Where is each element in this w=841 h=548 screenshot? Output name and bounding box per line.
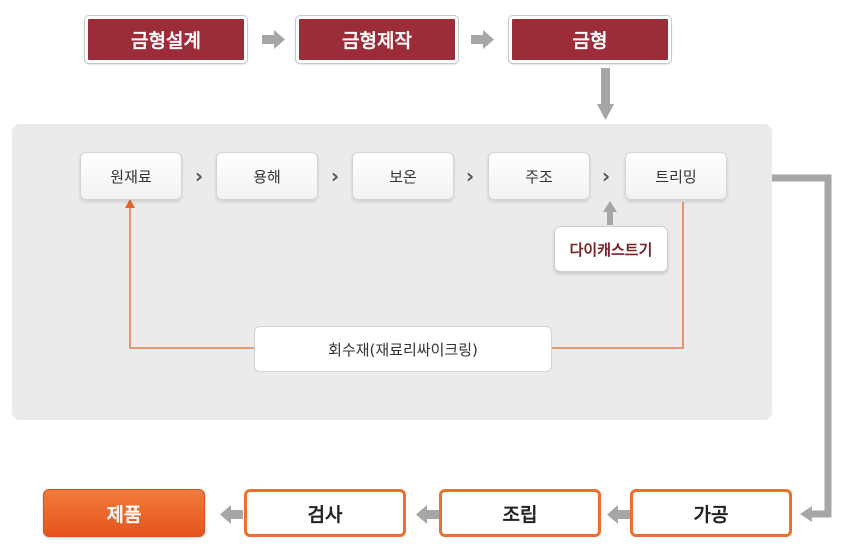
step-melting: 용해: [216, 152, 318, 200]
arrow-right-icon: [262, 30, 285, 49]
die-casting-machine-box: 다이캐스트기: [554, 226, 668, 272]
step-raw-material: 원재료: [80, 152, 182, 200]
arrow-right-icon: [471, 30, 494, 49]
step-holding: 보온: [352, 152, 454, 200]
arrow-left-icon: [220, 505, 243, 524]
recycle-material-box: 회수재(재료리싸이크링): [254, 326, 552, 372]
arrow-left-icon: [800, 506, 812, 522]
recycle-loop-line: [129, 206, 254, 349]
mold-box: 금형: [508, 15, 672, 64]
arrow-left-icon: [607, 505, 630, 524]
mold-making-box: 금형제작: [295, 15, 459, 64]
inspection-box: 검사: [244, 489, 406, 537]
step-casting: 주조: [488, 152, 590, 200]
assembly-box: 조립: [439, 489, 601, 537]
arrow-up-icon: [603, 201, 617, 225]
machining-box: 가공: [630, 489, 792, 537]
recycle-loop-line: [552, 202, 684, 349]
arrow-up-icon: [125, 199, 135, 208]
step-trimming: 트리밍: [625, 152, 727, 200]
chevron-right-icon: ›: [330, 164, 340, 188]
arrow-down-icon: [597, 68, 614, 120]
arrow-left-icon: [416, 505, 439, 524]
chevron-right-icon: ›: [465, 164, 475, 188]
chevron-right-icon: ›: [194, 164, 204, 188]
flow-connector-line: [772, 174, 832, 518]
chevron-right-icon: ›: [601, 164, 611, 188]
mold-design-box: 금형설계: [84, 15, 248, 64]
product-box: 제품: [43, 489, 205, 537]
